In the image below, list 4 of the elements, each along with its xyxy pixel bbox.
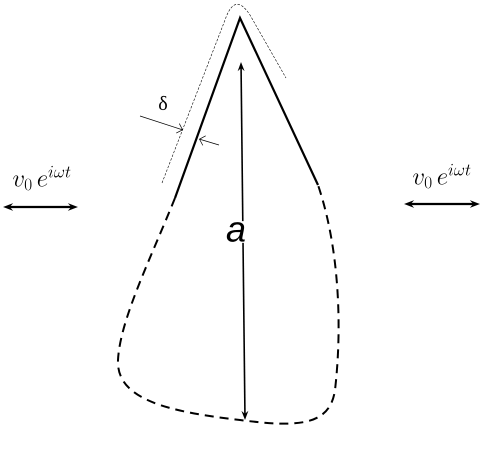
thickness-label: δ: [159, 96, 167, 110]
velocity-label: $v_{0}\, e^{i\omega t}$: [13, 166, 71, 190]
dimension-label: a: [225, 221, 248, 243]
velocity-label: $v_{0}\, e^{i\omega t}$: [413, 164, 471, 188]
